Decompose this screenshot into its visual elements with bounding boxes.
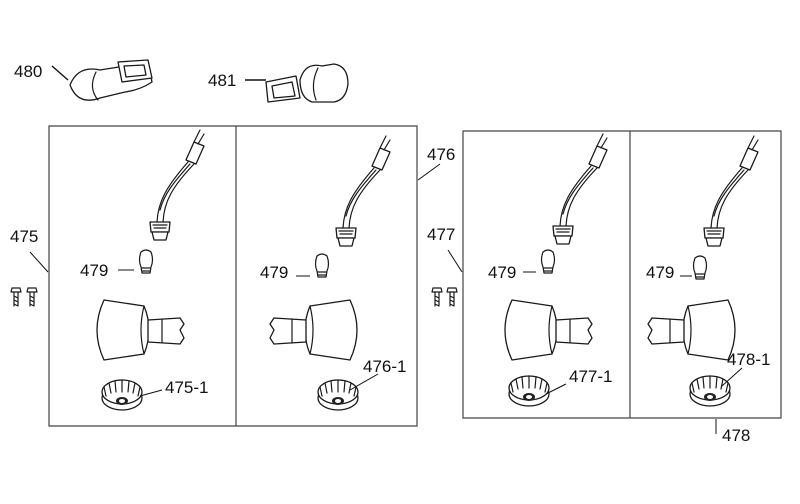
- leader-480: [51, 65, 69, 81]
- callout-478: 478: [722, 426, 750, 445]
- socket-harness-icon: [552, 133, 608, 245]
- screw-pair-right: [431, 287, 458, 307]
- rubber-cover-icon: [69, 59, 153, 101]
- mount-nut-icon: [689, 375, 731, 407]
- bulb-icon: [314, 253, 330, 278]
- panel-476: 479 476-1: [260, 135, 406, 411]
- bulb-icon: [540, 249, 556, 274]
- leader-478-1: [721, 367, 743, 387]
- panel-475: 479 475-1: [80, 129, 208, 411]
- socket-harness-icon: [149, 129, 205, 241]
- leader-475-1: [139, 389, 163, 397]
- leader-476: [417, 163, 441, 181]
- callout-480: 480: [14, 62, 42, 81]
- callout-479-c: 479: [488, 263, 516, 282]
- cover-480: 480: [14, 59, 153, 101]
- callout-481: 481: [208, 71, 236, 90]
- socket-harness-icon: [335, 135, 391, 247]
- turn-signal-lens-icon: [647, 299, 736, 361]
- callout-478-1: 478-1: [727, 350, 770, 369]
- callout-479-a: 479: [80, 261, 108, 280]
- leader-476-1: [349, 373, 379, 391]
- screw-icon: [446, 287, 458, 307]
- screw-icon: [10, 287, 22, 307]
- leader-477-1: [545, 383, 567, 395]
- turn-signal-lens-icon: [504, 299, 593, 361]
- callout-479-d: 479: [646, 263, 674, 282]
- bulb-icon: [692, 255, 708, 280]
- callout-477: 477: [427, 225, 455, 244]
- socket-harness-icon: [703, 135, 759, 247]
- callout-476-1: 476-1: [363, 357, 406, 376]
- assembly-frame-right: [462, 130, 782, 419]
- bulb-icon: [138, 249, 154, 274]
- mount-nut-icon: [317, 379, 359, 411]
- turn-signal-lens-icon: [96, 299, 185, 361]
- turn-signal-lens-icon: [269, 299, 358, 361]
- mount-nut-icon: [508, 375, 550, 407]
- callout-476: 476: [427, 145, 455, 164]
- rubber-cover-icon: [265, 63, 349, 103]
- callout-475-1: 475-1: [165, 378, 208, 397]
- panel-478: 479 478-1: [646, 135, 770, 407]
- panel-477: 479 477-1: [488, 133, 612, 407]
- callout-479-b: 479: [260, 263, 288, 282]
- screw-icon: [431, 287, 443, 307]
- leader-477: [447, 249, 463, 273]
- leader-475: [29, 251, 49, 273]
- cover-481: 481: [208, 63, 349, 103]
- mount-nut-icon: [101, 379, 143, 411]
- assembly-frame-left: [48, 125, 418, 427]
- screw-icon: [26, 287, 38, 307]
- callout-477-1: 477-1: [569, 367, 612, 386]
- screw-pair-left: [10, 287, 38, 307]
- callout-475: 475: [10, 227, 38, 246]
